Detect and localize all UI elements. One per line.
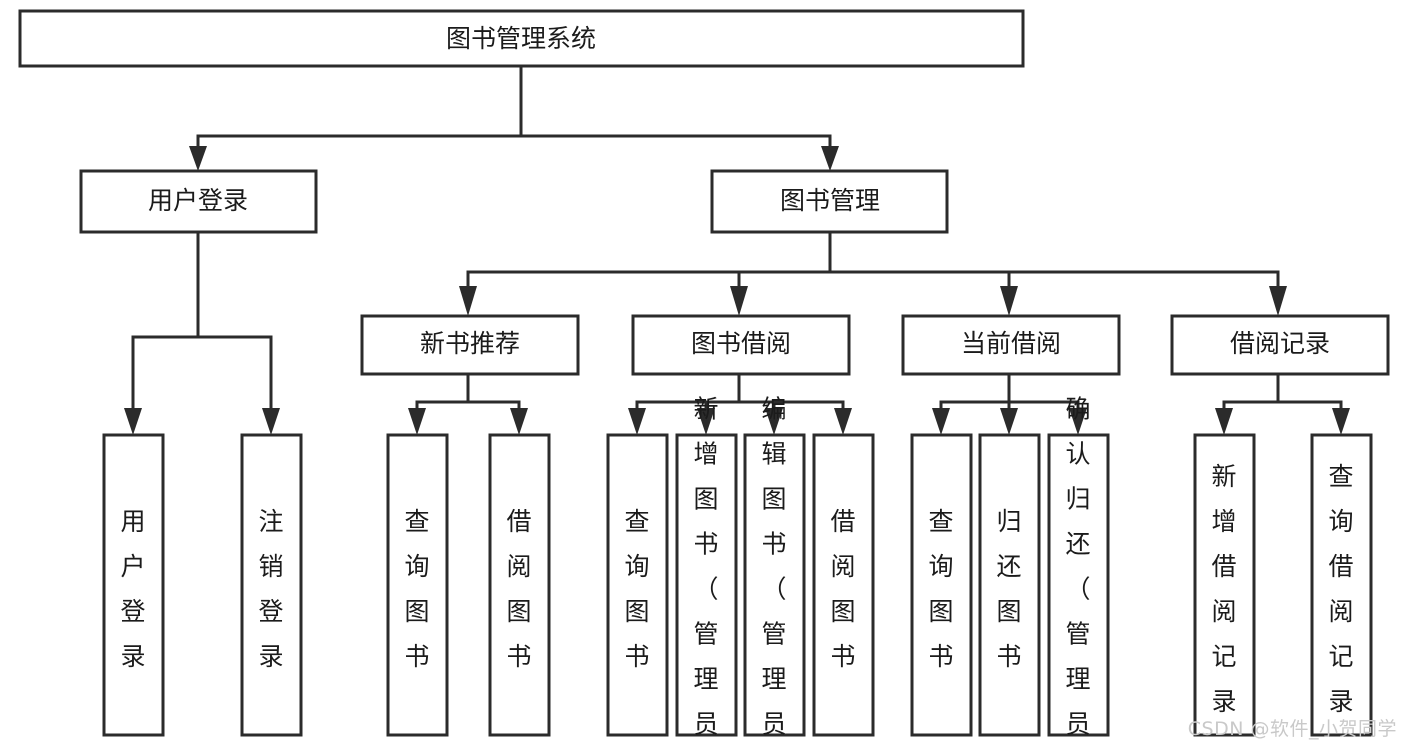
leaf-query-borrow-record[interactable]: 查询借阅记录	[1310, 433, 1373, 737]
connector-currentborrow-to-leaves	[932, 372, 1087, 435]
leaf-borrow-book-1-label: 借阅图书	[506, 507, 531, 671]
leaf-edit-book-admin-label: 编辑图书（管理员）	[761, 395, 786, 747]
node-user-login[interactable]: 用户登录	[79, 169, 318, 234]
leaf-add-book-admin-label: 新增图书（管理员）	[693, 395, 718, 747]
leaf-add-borrow-record-label: 新增借阅记录	[1211, 462, 1236, 716]
connector-userlogin-to-leaves	[124, 230, 280, 435]
node-root-label: 图书管理系统	[446, 24, 596, 53]
node-borrow-record[interactable]: 借阅记录	[1170, 314, 1390, 376]
csdn-watermark: CSDN @软件_小贺同学	[1187, 718, 1397, 740]
node-book-borrow-label: 图书借阅	[691, 329, 791, 358]
node-book-management-label: 图书管理	[780, 186, 880, 215]
node-current-borrow-label: 当前借阅	[961, 329, 1061, 358]
leaf-return-book[interactable]: 归还图书	[978, 433, 1041, 737]
leaf-confirm-return-label: 确认归还（管理员）	[1065, 395, 1090, 747]
connector-bookborrow-to-leaves	[628, 372, 852, 435]
leaf-user-login-label: 用户登录	[120, 507, 145, 671]
leaf-query-book-2-label: 查询图书	[624, 507, 649, 671]
connector-borrowrecord-to-leaves	[1215, 372, 1350, 435]
node-book-borrow[interactable]: 图书借阅	[631, 314, 851, 376]
leaf-query-book-3-label: 查询图书	[928, 507, 953, 671]
leaf-borrow-book-2-label: 借阅图书	[830, 507, 855, 671]
connector-bookmgmt-to-level3	[459, 230, 1287, 316]
node-book-management[interactable]: 图书管理	[710, 169, 949, 234]
leaf-borrow-book-1[interactable]: 借阅图书	[488, 433, 551, 737]
leaf-query-book-2[interactable]: 查询图书	[606, 433, 669, 737]
leaf-logout-login[interactable]: 注销登录	[240, 433, 303, 737]
leaf-query-book-1[interactable]: 查询图书	[386, 433, 449, 737]
leaf-user-login[interactable]: 用户登录	[102, 433, 165, 737]
leaf-borrow-book-2[interactable]: 借阅图书	[812, 433, 875, 737]
connector-root-to-level2	[189, 64, 839, 171]
leaf-add-borrow-record[interactable]: 新增借阅记录	[1193, 433, 1256, 737]
node-root[interactable]: 图书管理系统	[18, 9, 1025, 68]
node-borrow-record-label: 借阅记录	[1230, 329, 1330, 358]
node-user-login-label: 用户登录	[148, 186, 248, 215]
leaf-query-borrow-record-label: 查询借阅记录	[1328, 462, 1353, 716]
leaf-return-book-label: 归还图书	[996, 507, 1021, 671]
node-new-book-recommend-label: 新书推荐	[420, 329, 520, 358]
node-current-borrow[interactable]: 当前借阅	[901, 314, 1121, 376]
leaf-add-book-admin[interactable]: 新增图书（管理员）	[675, 395, 738, 747]
leaf-edit-book-admin[interactable]: 编辑图书（管理员）	[743, 395, 806, 747]
leaf-query-book-3[interactable]: 查询图书	[910, 433, 973, 737]
node-new-book-recommend[interactable]: 新书推荐	[360, 314, 580, 376]
leaf-query-book-1-label: 查询图书	[404, 507, 429, 671]
leaf-confirm-return[interactable]: 确认归还（管理员）	[1047, 395, 1110, 747]
leaf-logout-login-label: 注销登录	[258, 507, 283, 671]
connector-newbook-to-leaves	[408, 372, 528, 435]
